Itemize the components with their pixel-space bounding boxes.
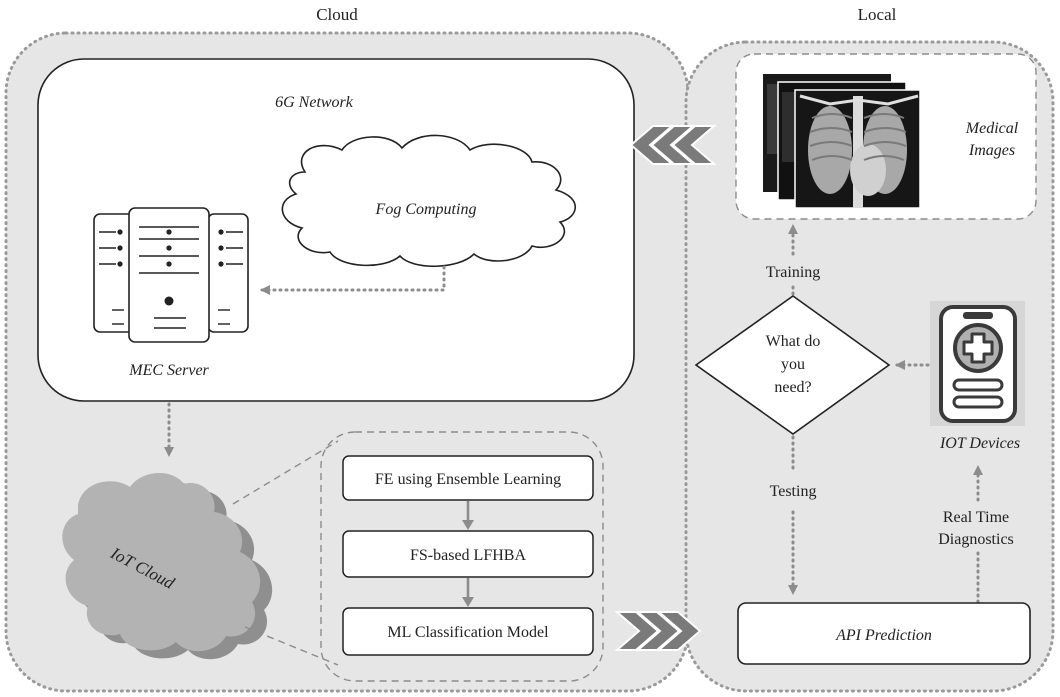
iot-device-icon bbox=[930, 301, 1025, 426]
server-label: MEC Server bbox=[128, 362, 209, 379]
network-label: 6G Network bbox=[275, 94, 354, 111]
testing-label: Testing bbox=[770, 483, 817, 500]
fog-to-server-arrow bbox=[260, 265, 446, 295]
mec-server-icon bbox=[93, 207, 249, 343]
devices-label: IOT Devices bbox=[939, 435, 1020, 452]
images-to-network-chevrons bbox=[629, 125, 717, 165]
local-title: Local bbox=[858, 5, 897, 24]
decision-diamond bbox=[694, 295, 891, 435]
realtime-label-1: Real Time bbox=[943, 509, 1009, 526]
zoom-line-top bbox=[232, 440, 339, 505]
pipeline-step-fs bbox=[342, 530, 594, 578]
pipeline-step-fe bbox=[342, 455, 594, 501]
iot-cloud-icon bbox=[62, 473, 261, 652]
realtime-label-2: Diagnostics bbox=[938, 531, 1014, 548]
medical-images-label-2: Images bbox=[968, 142, 1015, 159]
pipeline-step-ml bbox=[342, 607, 594, 656]
pipeline-step-fe-label: FE using Ensemble Learning bbox=[375, 471, 561, 488]
pipeline-arrows bbox=[462, 501, 474, 607]
training-label: Training bbox=[766, 264, 821, 281]
fog-cloud-icon bbox=[281, 134, 576, 268]
medical-images-label-1: Medical bbox=[965, 120, 1019, 137]
fog-label: Fog Computing bbox=[375, 201, 477, 218]
model-to-prediction-chevrons bbox=[614, 611, 702, 651]
pipeline-step-ml-label: ML Classification Model bbox=[387, 624, 549, 641]
api-prediction-label: API Prediction bbox=[835, 627, 932, 644]
zoom-line-bottom bbox=[244, 626, 339, 666]
cloud-title: Cloud bbox=[316, 5, 358, 24]
decision-line-3: need? bbox=[774, 379, 811, 396]
decision-line-1: What do bbox=[766, 333, 821, 350]
decision-line-2: you bbox=[781, 356, 805, 373]
pipeline-step-fs-label: FS-based LFHBA bbox=[410, 547, 526, 564]
api-prediction-box bbox=[737, 602, 1031, 665]
xray-stack-icon bbox=[763, 74, 921, 209]
